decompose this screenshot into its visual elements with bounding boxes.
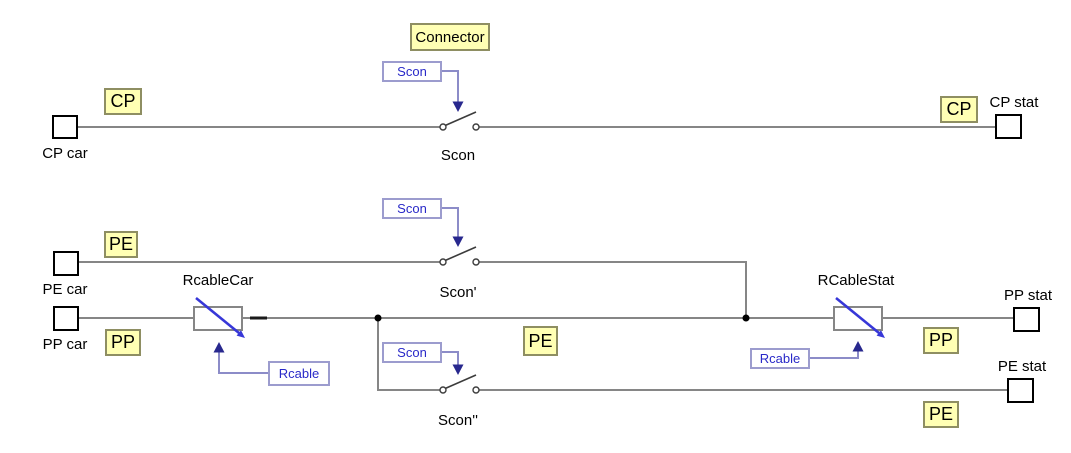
switch-contact xyxy=(472,258,480,266)
switch-contact xyxy=(439,123,447,131)
resistor-rcablestat[interactable] xyxy=(833,296,885,338)
wire-branch-drop xyxy=(377,318,440,391)
label-scon: Scon xyxy=(440,147,476,164)
arrow-down-icon xyxy=(452,236,464,247)
switch-scon[interactable] xyxy=(439,111,480,131)
switch-contact xyxy=(439,258,447,266)
param-scon-mid[interactable]: Scon xyxy=(382,198,442,219)
label-scon-prime: Scon' xyxy=(439,284,477,301)
port-pe-car[interactable] xyxy=(53,251,79,276)
resistor-arrowhead xyxy=(876,330,885,338)
resistor-arrow-line xyxy=(835,296,880,335)
resistor-arrow-line xyxy=(195,296,240,335)
switch-scon-double-prime[interactable] xyxy=(439,374,480,394)
pointer-line xyxy=(442,207,459,238)
label-pe-car: PE car xyxy=(42,281,88,298)
port-pp-stat[interactable] xyxy=(1013,307,1040,332)
param-pointer-scon-mid xyxy=(442,207,464,247)
arrow-up-icon xyxy=(852,341,864,352)
param-rcable-right[interactable]: Rcable xyxy=(750,348,810,369)
pointer-line xyxy=(809,350,859,359)
label-cp-car: CP car xyxy=(42,145,88,162)
switch-blade xyxy=(443,246,477,262)
switch-blade xyxy=(443,374,477,390)
param-pointer-scon-bottom xyxy=(442,351,464,375)
switch-contact xyxy=(439,386,447,394)
wire-pe xyxy=(79,261,747,317)
junction-dot-left xyxy=(374,314,382,322)
label-cp-stat: CP stat xyxy=(989,94,1039,111)
label-scon-double-prime: Scon'' xyxy=(438,412,478,429)
tag-pp-right[interactable]: PP xyxy=(923,327,959,354)
label-pp-stat: PP stat xyxy=(1003,287,1053,304)
tag-cp-right[interactable]: CP xyxy=(940,96,978,123)
pointer-line xyxy=(218,351,268,374)
wire-pe-branch xyxy=(377,318,1007,391)
tag-cp-left[interactable]: CP xyxy=(104,88,142,115)
switch-scon-prime[interactable] xyxy=(439,246,480,266)
tag-connector[interactable]: Connector xyxy=(410,23,490,51)
arrow-down-icon xyxy=(452,101,464,112)
port-cp-stat[interactable] xyxy=(995,114,1022,139)
param-pointer-rcable-right xyxy=(809,341,864,359)
arrow-down-icon xyxy=(452,364,464,375)
port-cp-car[interactable] xyxy=(52,115,78,139)
tag-pp-left[interactable]: PP xyxy=(105,329,141,356)
resistor-body xyxy=(193,306,243,331)
label-rcablestat: RCableStat xyxy=(817,272,895,289)
label-rcablecar: RcableCar xyxy=(182,272,254,289)
tag-pe-right[interactable]: PE xyxy=(923,401,959,428)
junction-dot-right xyxy=(742,314,750,322)
switch-blade xyxy=(443,111,477,127)
port-pp-car[interactable] xyxy=(53,306,79,331)
arrow-up-icon xyxy=(213,342,225,353)
switch-contact xyxy=(472,386,480,394)
tag-pe-left[interactable]: PE xyxy=(104,231,138,258)
resistor-rcablecar[interactable] xyxy=(193,296,245,338)
param-pointer-scon-top xyxy=(442,70,464,112)
label-pp-car: PP car xyxy=(42,336,88,353)
pointer-line xyxy=(442,70,459,103)
param-scon-bottom[interactable]: Scon xyxy=(382,342,442,363)
port-pe-stat[interactable] xyxy=(1007,378,1034,403)
param-scon-top[interactable]: Scon xyxy=(382,61,442,82)
label-pe-stat: PE stat xyxy=(997,358,1047,375)
param-pointer-rcable-left xyxy=(213,342,268,374)
resistor-arrowhead xyxy=(236,330,245,338)
wire-pe-right-drop xyxy=(479,261,747,317)
tag-pe-center[interactable]: PE xyxy=(523,326,558,356)
resistor-body xyxy=(833,306,883,331)
switch-contact xyxy=(472,123,480,131)
pointer-line xyxy=(442,351,459,366)
param-rcable-left[interactable]: Rcable xyxy=(268,361,330,386)
